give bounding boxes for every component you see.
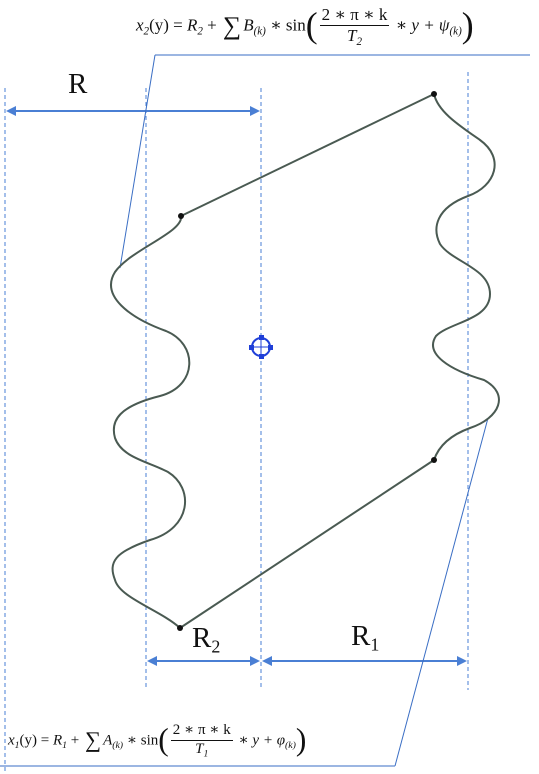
leader-line-bottom-diagonal [394,417,489,767]
label-R: R [68,68,88,100]
label-R2: R2 [192,622,221,657]
leader-line-top-diagonal [119,54,156,269]
corner-point-top-right [431,91,437,97]
label-R1: R1 [351,620,380,655]
corner-point-bottom-right [431,457,437,463]
left-wavy-edge [110,215,191,629]
right-wavy-edge [432,93,500,461]
wavy-shape-outline [110,93,500,629]
center-handle-icon[interactable] [249,335,273,359]
bottom-edge [179,459,435,629]
corner-point-bottom-left [177,625,183,631]
corner-point-top-left [178,213,184,219]
top-edge [180,93,435,217]
